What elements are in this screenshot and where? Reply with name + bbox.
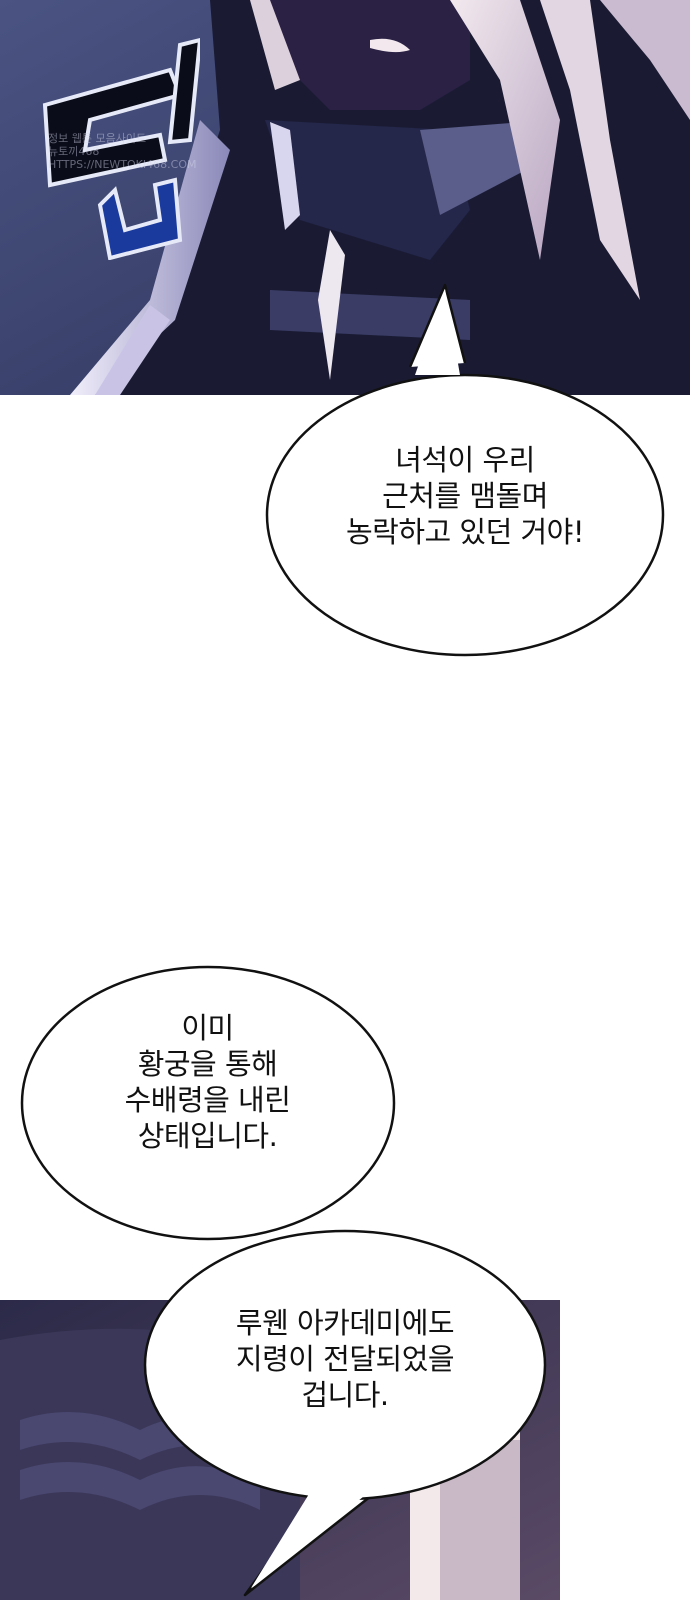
- dialogue-line: 근처를 맴돌며: [382, 479, 548, 513]
- watermark: 정보 웹툰 모음사이트 뉴토끼468 HTTPS://NEWTOKI468.CO…: [48, 132, 197, 171]
- watermark-url: HTTPS://NEWTOKI468.COM: [48, 158, 197, 171]
- speech-bubble-3: [143, 1229, 547, 1597]
- dialogue-line: 겁니다.: [301, 1378, 389, 1412]
- top-illustration-panel: 정보 웹툰 모음사이트 뉴토끼468 HTTPS://NEWTOKI468.CO…: [0, 0, 690, 395]
- dialogue-line: 지령이 전달되었을: [235, 1342, 455, 1376]
- dialogue-line: 황궁을 통해: [137, 1047, 278, 1081]
- watermark-line: 뉴토끼468: [48, 145, 100, 158]
- speech-bubble-2: [20, 965, 396, 1241]
- speech-bubble-1-text: 녀석이 우리 근처를 맴돌며 농락하고 있던 거야!: [300, 442, 630, 550]
- dialogue-line: 수배령을 내린: [124, 1083, 291, 1117]
- sound-effect-lettering: [42, 37, 200, 260]
- dialogue-line: 농락하고 있던 거야!: [345, 515, 585, 549]
- speech-bubble-1: [265, 283, 665, 657]
- dialogue-line: 상태입니다.: [137, 1119, 278, 1153]
- watermark-line: 정보 웹툰 모음사이트: [48, 132, 147, 145]
- dialogue-line: 이미: [181, 1011, 234, 1045]
- speech-bubble-2-text: 이미 황궁을 통해 수배령을 내린 상태입니다.: [45, 1010, 370, 1154]
- dialogue-line: 루웬 아카데미에도: [235, 1306, 455, 1340]
- dialogue-line: 녀석이 우리: [395, 443, 535, 477]
- speech-bubble-3-text: 루웬 아카데미에도 지령이 전달되었을 겁니다.: [170, 1305, 520, 1413]
- character-illustration: [0, 0, 690, 395]
